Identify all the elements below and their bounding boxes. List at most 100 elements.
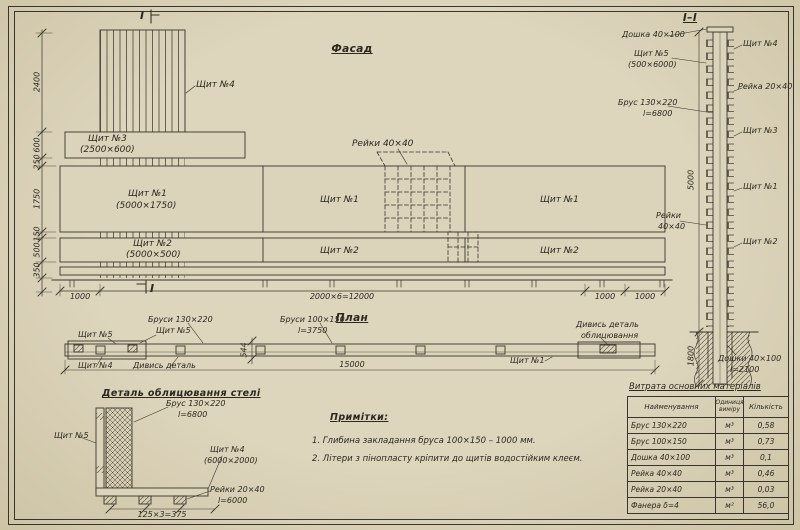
- plan-right-end-detail: [577, 341, 641, 359]
- dim-1800: 1800: [686, 345, 696, 367]
- section-leader-lines: [667, 28, 743, 356]
- facade-base-strip: [59, 266, 666, 276]
- facade-shield4-planks: [99, 29, 186, 133]
- facade-rails-label: Рейки 40×40: [352, 139, 414, 149]
- table-row: Рейка 20×40 м³ 0,03: [628, 481, 788, 497]
- col-header-unit: Одиниця виміру: [715, 397, 744, 417]
- section-boards-bottom-label: Дошки 40×100: [718, 354, 782, 363]
- note-item-2: 2. Літери з пінопласту кріпити до щитів …: [312, 454, 583, 464]
- table-row: Рейка 40×40 м³ 0,46: [628, 465, 788, 481]
- plan-see-detail-label: Дивись деталь: [133, 361, 196, 370]
- detail-rail-3: [173, 495, 187, 505]
- section-mark-top: I: [140, 9, 145, 22]
- col-header-unit-line2: виміру: [719, 406, 740, 413]
- section-rails-label-2: 40×40: [658, 222, 686, 231]
- detail-beam-length: l=6800: [178, 410, 208, 419]
- row-qty: 0,58: [757, 421, 775, 430]
- section-rails-left: [706, 36, 713, 327]
- buried-boards: [707, 331, 733, 379]
- section-board-top-label: Дошка 40×100: [622, 30, 685, 39]
- detail-beam-section: [105, 407, 133, 489]
- materials-table-title: Витрата основних матеріалів: [629, 382, 761, 392]
- row-name: Фанера δ=4: [628, 498, 716, 513]
- facade-shield1-label: Щит №1: [128, 189, 167, 199]
- facade-title: Фасад: [331, 43, 373, 55]
- facade-shield3-size: (2500×600): [80, 145, 135, 155]
- plan-leader-lines: [95, 322, 609, 368]
- row-name: Дошка 40×100: [628, 450, 716, 465]
- row-unit: м³: [716, 482, 744, 497]
- col-header-unit-line1: Одиниця: [715, 399, 744, 407]
- detail-shield4-board: [95, 487, 209, 497]
- plan-beams100-label: Бруси 100×150: [280, 315, 345, 324]
- facade-post-planks-gap: [100, 158, 185, 166]
- row-qty: 0,1: [760, 453, 772, 462]
- plan-title: План: [335, 312, 369, 324]
- facade-shield1-right-label: Щит №1: [540, 195, 579, 205]
- row-qty: 0,73: [757, 437, 775, 446]
- note-item-1: 1. Глибина закладання бруса 100×150 – 10…: [312, 436, 536, 446]
- facade-shield3-panel: [64, 131, 246, 159]
- plan-see-cladding-label-1: Дивись деталь: [576, 320, 639, 329]
- row-qty: 56,0: [757, 501, 775, 510]
- facade-shield2-size: (5000×500): [126, 250, 181, 260]
- row-unit: м³: [716, 466, 744, 481]
- section-boards-length: l=2100: [730, 365, 760, 374]
- section-rails-right: [727, 36, 734, 327]
- dim-1750: 1750: [32, 188, 42, 210]
- section-beam-label: Брус 130×220: [618, 98, 678, 107]
- plan-beams130-label: Бруси 130×220: [148, 315, 213, 324]
- detail-rail-2: [138, 495, 152, 505]
- section-title: I–I: [682, 12, 698, 24]
- row-unit: м²: [716, 498, 744, 513]
- section-shield4-label: Щит №4: [743, 39, 778, 48]
- facade-shield2-mid-label: Щит №2: [320, 246, 359, 256]
- row-qty: 0,46: [757, 469, 775, 478]
- dim-150: 150: [32, 226, 42, 242]
- row-name: Брус 100×150: [628, 434, 716, 449]
- section-beam-length: l=6800: [643, 109, 673, 118]
- materials-table-header: Найменування Одиниця виміру Кількість: [628, 397, 788, 417]
- sheet-frame-inner: [14, 11, 789, 520]
- detail-shield5-strip: [95, 407, 105, 493]
- col-header-name: Найменування: [628, 397, 716, 417]
- dim-500: 500: [32, 242, 42, 258]
- section-cut-marks: [136, 9, 160, 294]
- detail-rail-1: [103, 495, 117, 505]
- plan-strip: [64, 343, 656, 357]
- dim-600: 600: [32, 137, 42, 153]
- rails-dashed-grid: [376, 151, 479, 263]
- table-row: Фанера δ=4 м² 56,0: [628, 497, 788, 513]
- detail-shield5-label: Щит №5: [54, 431, 89, 440]
- facade-shield1-size: (5000×1750): [116, 201, 177, 211]
- detail-shield4-label: Щит №4: [210, 445, 245, 454]
- dim-544: 544: [239, 342, 249, 358]
- plan-shield5-left-label: Щит №5: [78, 330, 113, 339]
- row-unit: м³: [716, 418, 744, 433]
- row-unit: м³: [716, 434, 744, 449]
- dim-350: 350: [32, 262, 42, 278]
- dim-5000: 5000: [686, 169, 696, 191]
- dim-1000-left: 1000: [69, 292, 91, 301]
- dim-1000-mid: 1000: [594, 292, 616, 301]
- plan-see-cladding-label-2: облицювання: [581, 331, 639, 340]
- sheet-frame-outer: [8, 6, 794, 525]
- row-name: Брус 130×220: [628, 418, 716, 433]
- detail-beam-label: Брус 130×220: [166, 399, 226, 408]
- section-top-board: [706, 26, 734, 33]
- dim-15000: 15000: [339, 360, 365, 369]
- section-shield1-label: Щит №1: [743, 182, 778, 191]
- facade-shield3-label: Щит №3: [88, 134, 127, 144]
- section-mark-bottom: I: [150, 282, 155, 295]
- col-header-qty: Кількість: [749, 403, 783, 411]
- plan-shield1-label: Щит №1: [510, 356, 545, 365]
- facade-shield2-panel: [59, 237, 666, 263]
- dim-375: 125×3=375: [137, 510, 187, 519]
- dim-12000: 2000×6=12000: [309, 292, 375, 301]
- facade-shield1-mid-label: Щит №1: [320, 195, 359, 205]
- row-qty: 0,03: [757, 485, 775, 494]
- dim-1000-right: 1000: [634, 292, 656, 301]
- materials-table: Найменування Одиниця виміру Кількість Бр…: [627, 396, 789, 514]
